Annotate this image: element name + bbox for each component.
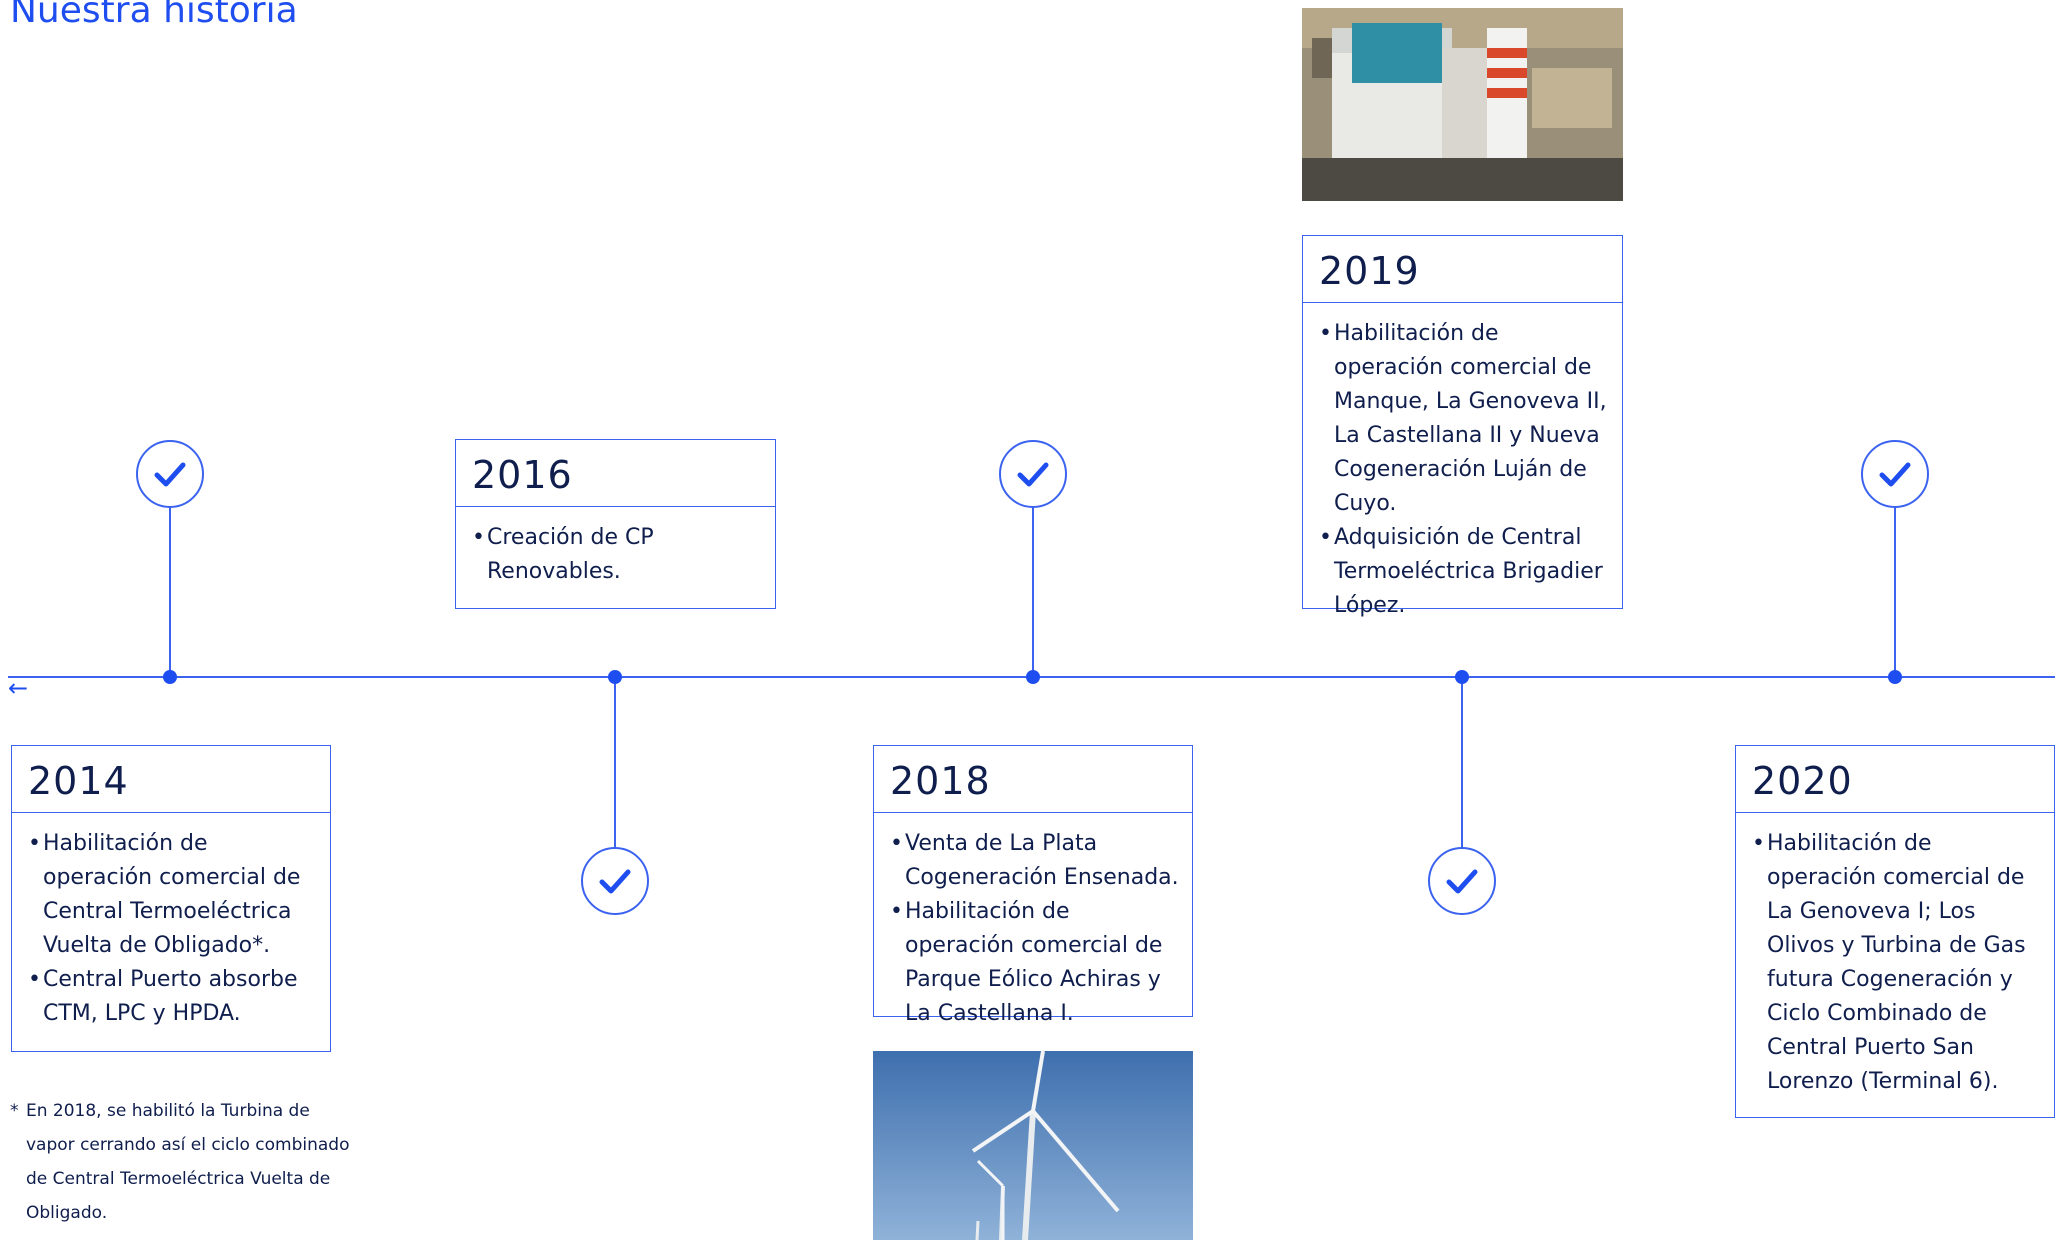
- milestone-item: Venta de La Plata Cogeneración Ensenada.: [890, 827, 1182, 895]
- milestone-list: Habilitación de operación comercial de L…: [1736, 813, 2054, 1117]
- connector-2020: [1894, 474, 1896, 677]
- timeline-dot-2016: [608, 670, 622, 684]
- milestone-item: Central Puerto absorbe CTM, LPC y HPDA.: [28, 963, 320, 1031]
- milestone-card-2014: 2014 Habilitación de operación comercial…: [11, 745, 331, 1052]
- milestone-item: Habilitación de operación comercial de C…: [28, 827, 320, 963]
- milestone-card-2016: 2016 Creación de CP Renovables.: [455, 439, 776, 609]
- check-circle-icon: [999, 440, 1067, 508]
- check-circle-icon: [581, 847, 649, 915]
- milestone-list: Habilitación de operación comercial de C…: [12, 813, 330, 1049]
- check-circle-icon: [136, 440, 204, 508]
- milestone-card-2019: 2019 Habilitación de operación comercial…: [1302, 235, 1623, 618]
- milestone-year: 2019: [1303, 236, 1622, 303]
- arrow-left-icon[interactable]: ←: [8, 674, 29, 702]
- milestone-year: 2016: [456, 440, 775, 507]
- wind-turbines-photo: [873, 1051, 1193, 1240]
- check-circle-icon: [1428, 847, 1496, 915]
- milestone-item: Habilitación de operación comercial de M…: [1319, 317, 1612, 521]
- timeline-dot-2019: [1455, 670, 1469, 684]
- milestone-list: Creación de CP Renovables.: [456, 507, 775, 607]
- timeline-dot-2014: [163, 670, 177, 684]
- check-circle-icon: [1861, 440, 1929, 508]
- milestone-year: 2018: [874, 746, 1192, 813]
- footnote: * En 2018, se habilitó la Turbina de vap…: [10, 1094, 360, 1230]
- connector-2014: [169, 474, 171, 677]
- connector-2016: [614, 677, 616, 880]
- milestone-card-2020: 2020 Habilitación de operación comercial…: [1735, 745, 2055, 1118]
- milestone-card-2018: 2018 Venta de La Plata Cogeneración Ense…: [873, 745, 1193, 1026]
- milestone-item: Creación de CP Renovables.: [472, 521, 765, 589]
- milestone-list: Habilitación de operación comercial de M…: [1303, 303, 1622, 641]
- milestone-list: Venta de La Plata Cogeneración Ensenada.…: [874, 813, 1192, 1049]
- milestone-item: Adquisición de Central Termoeléctrica Br…: [1319, 521, 1612, 623]
- page-title: Nuestra historia: [10, 0, 298, 31]
- milestone-item: Habilitación de operación comercial de L…: [1752, 827, 2044, 1099]
- power-plant-photo: [1302, 8, 1623, 201]
- timeline-dot-2018: [1026, 670, 1040, 684]
- footnote-marker: *: [10, 1101, 19, 1121]
- connector-2019: [1461, 677, 1463, 880]
- milestone-year: 2020: [1736, 746, 2054, 813]
- footnote-text: En 2018, se habilitó la Turbina de vapor…: [26, 1101, 350, 1223]
- connector-2018: [1032, 474, 1034, 677]
- milestone-year: 2014: [12, 746, 330, 813]
- timeline-dot-2020: [1888, 670, 1902, 684]
- milestone-item: Habilitación de operación comercial de P…: [890, 895, 1182, 1031]
